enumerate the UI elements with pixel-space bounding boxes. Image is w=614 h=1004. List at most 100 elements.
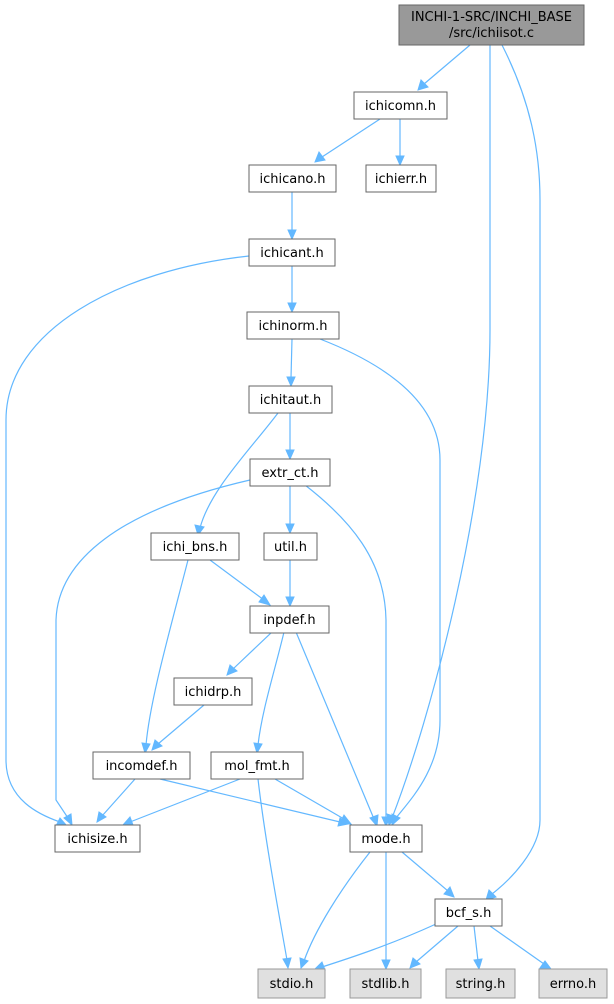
edge-mode-stdio-arrowhead (299, 957, 309, 970)
edge-inpdef-ichidrp-arrowhead (226, 664, 238, 676)
edge-ichicomn-ichicano-arrowhead (314, 150, 326, 163)
edge-extr_ct-ichisize (55, 479, 251, 819)
edge-extr_ct-mode-arrowhead (381, 816, 391, 828)
node-bcf_s[interactable]: bcf_s.h (434, 898, 503, 927)
edge-ichinorm-mode-arrowhead (391, 813, 401, 827)
edge-ichicant-ichisize (5, 255, 250, 823)
edge-root-mode (391, 45, 491, 819)
node-root-label-line1: INCHI-1-SRC/INCHI_BASE (411, 10, 572, 25)
node-stdlib[interactable]: stdlib.h (349, 968, 422, 999)
edge-inpdef-mode-arrowhead (369, 814, 379, 828)
edge-mode-stdio (303, 851, 371, 962)
node-root-label-line2: /src/ichiisot.c (449, 26, 534, 41)
node-string[interactable]: string.h (445, 968, 516, 999)
edge-mode-stdlib-arrowhead (381, 959, 391, 971)
edge-mode-bcf_s-arrowhead (443, 886, 455, 898)
edge-inpdef-mol_fmt (257, 631, 285, 746)
edge-extr_ct-util-arrowhead (285, 523, 295, 535)
edge-extr_ct-ichisize-arrowhead (63, 813, 73, 827)
edge-ichinorm-mode (319, 338, 441, 819)
edge-inpdef-mode (295, 631, 375, 820)
edge-mol_fmt-mode (274, 778, 345, 820)
edge-extr_ct-mode (304, 484, 387, 818)
node-ichi_bns-label: ichi_bns.h (163, 540, 228, 555)
node-inpdef[interactable]: inpdef.h (249, 605, 330, 634)
edges (5, 44, 553, 971)
node-bcf_s-label: bcf_s.h (446, 906, 492, 921)
node-mode[interactable]: mode.h (349, 824, 423, 853)
edge-ichi_bns-inpdef-arrowhead (258, 594, 272, 606)
node-ichinorm[interactable]: ichinorm.h (246, 311, 340, 340)
node-ichicano-label: ichicano.h (259, 172, 325, 187)
edge-mode-bcf_s (401, 851, 449, 892)
node-errno-label: errno.h (550, 977, 597, 992)
node-ichierr[interactable]: ichierr.h (365, 164, 437, 193)
node-extr_ct-label: extr_ct.h (261, 466, 318, 481)
edge-ichicomn-ichierr-arrowhead (395, 155, 405, 167)
edge-ichinorm-ichitaut (290, 338, 293, 379)
edge-ichitaut-ichi_bns (199, 412, 279, 529)
node-stdio[interactable]: stdio.h (257, 968, 326, 999)
node-ichisize[interactable]: ichisize.h (54, 824, 141, 853)
edge-ichicano-ichicant-arrowhead (287, 229, 297, 241)
edge-bcf_s-stdlib (415, 925, 459, 963)
edge-bcf_s-string (473, 925, 479, 962)
edge-incomdef-ichisize-arrowhead (96, 811, 107, 823)
edge-bcf_s-string-arrowhead (473, 958, 483, 971)
edge-bcf_s-stdio (321, 923, 437, 968)
edge-ichicant-ichinorm-arrowhead (287, 302, 297, 314)
edge-ichinorm-ichitaut-arrowhead (286, 376, 296, 388)
edge-ichidrp-incomdef (157, 704, 205, 745)
node-ichidrp-label: ichidrp.h (185, 685, 242, 700)
edge-incomdef-ichisize (101, 778, 136, 817)
node-stdio-label: stdio.h (270, 977, 314, 992)
edge-ichi_bns-inpdef (209, 559, 265, 601)
edge-ichicomn-ichicano (321, 118, 381, 158)
node-ichinorm-label: ichinorm.h (259, 319, 328, 334)
node-incomdef-label: incomdef.h (106, 759, 178, 774)
edge-ichitaut-extr_ct-arrowhead (285, 449, 295, 461)
node-mol_fmt-label: mol_fmt.h (224, 759, 289, 774)
node-ichicano[interactable]: ichicano.h (248, 164, 337, 193)
node-ichicomn-label: ichicomn.h (365, 99, 436, 114)
edge-inpdef-mol_fmt-arrowhead (253, 742, 263, 755)
edge-mol_fmt-stdio-arrowhead (282, 957, 292, 970)
edge-incomdef-mode (159, 778, 341, 823)
nodes: INCHI-1-SRC/INCHI_BASE /src/ichiisot.c i… (54, 4, 608, 999)
node-ichisize-label: ichisize.h (67, 832, 127, 847)
node-ichicant[interactable]: ichicant.h (248, 238, 336, 267)
node-ichidrp[interactable]: ichidrp.h (173, 677, 253, 706)
node-extr_ct[interactable]: extr_ct.h (249, 458, 331, 487)
edge-ichi_bns-incomdef (145, 559, 189, 746)
edge-ichidrp-incomdef-arrowhead (151, 739, 163, 751)
edge-root-bcf_s (491, 44, 541, 895)
edge-mol_fmt-mode-arrowhead (339, 814, 353, 825)
node-ichitaut-label: ichitaut.h (260, 393, 321, 408)
node-errno[interactable]: errno.h (538, 968, 608, 999)
edge-bcf_s-stdlib-arrowhead (409, 957, 421, 969)
edge-root-ichicomn-arrowhead (417, 79, 429, 91)
edge-ichi_bns-incomdef-arrowhead (141, 742, 151, 755)
edge-mol_fmt-stdio (257, 778, 288, 961)
node-util[interactable]: util.h (263, 532, 318, 561)
node-mode-label: mode.h (361, 832, 410, 847)
edge-root-ichicomn (423, 44, 471, 85)
node-ichierr-label: ichierr.h (375, 172, 427, 187)
node-string-label: string.h (456, 977, 506, 992)
node-util-label: util.h (274, 540, 307, 555)
node-ichitaut[interactable]: ichitaut.h (248, 385, 333, 414)
node-inpdef-label: inpdef.h (263, 613, 315, 628)
node-ichicomn[interactable]: ichicomn.h (353, 91, 448, 120)
node-ichicant-label: ichicant.h (260, 246, 323, 261)
node-stdlib-label: stdlib.h (362, 977, 410, 992)
node-ichi_bns[interactable]: ichi_bns.h (150, 532, 240, 561)
edge-bcf_s-errno (489, 925, 545, 965)
node-root[interactable]: INCHI-1-SRC/INCHI_BASE /src/ichiisot.c (398, 4, 585, 46)
edge-mol_fmt-ichisize (129, 778, 241, 823)
node-mol_fmt[interactable]: mol_fmt.h (210, 751, 304, 780)
edge-util-inpdef-arrowhead (285, 596, 295, 608)
node-incomdef[interactable]: incomdef.h (92, 751, 191, 780)
edge-mol_fmt-ichisize-arrowhead (121, 816, 134, 826)
edge-inpdef-ichidrp (232, 631, 273, 670)
